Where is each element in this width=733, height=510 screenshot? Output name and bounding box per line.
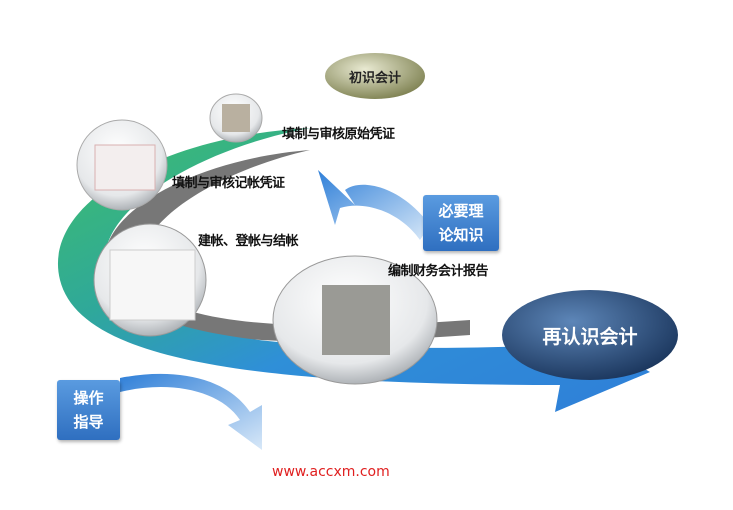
practice-arrow xyxy=(120,373,262,450)
step-image-3 xyxy=(93,223,207,337)
step-label-1: 填制与审核原始凭证 xyxy=(282,127,395,142)
spiral-arrow xyxy=(57,128,651,412)
start-label: 初识会计 xyxy=(348,70,401,86)
step-image-4 xyxy=(272,255,438,385)
start-ellipse xyxy=(325,53,425,99)
step-label-2: 填制与审核记帐凭证 xyxy=(172,176,285,191)
theory-line-1: 必要理 xyxy=(438,202,484,220)
step-image-2 xyxy=(76,119,168,211)
practice-line-2: 指导 xyxy=(73,413,104,431)
theory-line-2: 论知识 xyxy=(438,226,484,244)
end-label: 再认识会计 xyxy=(542,325,638,348)
website-link[interactable]: www.accxm.com xyxy=(272,464,390,480)
step-image-1 xyxy=(209,93,263,143)
step-label-4: 编制财务会计报告 xyxy=(388,264,489,279)
step-label-3: 建帐、登帐与结帐 xyxy=(198,234,299,249)
practice-line-1: 操作 xyxy=(73,389,104,407)
practice-box: 操作指导 xyxy=(57,380,120,440)
theory-box: 必要理论知识 xyxy=(423,195,499,251)
end-ellipse xyxy=(502,290,678,380)
theory-arrow xyxy=(318,170,430,240)
